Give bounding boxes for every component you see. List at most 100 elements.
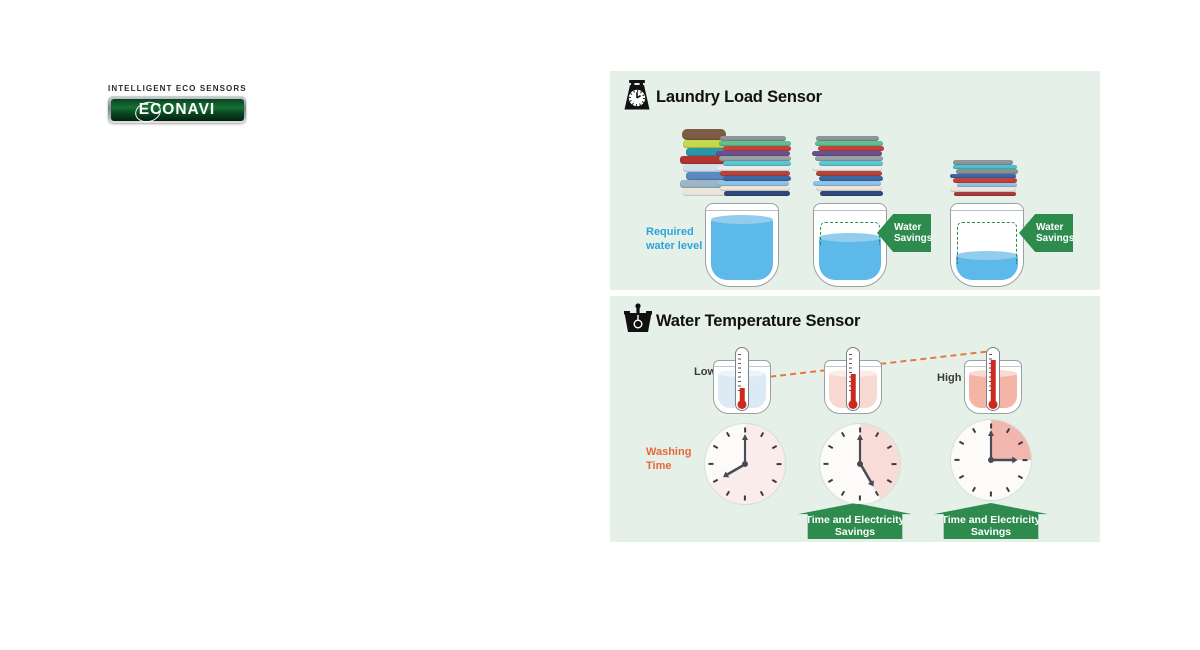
clock-tick	[958, 440, 965, 446]
econavi-badge-face: ECONAVI	[110, 98, 244, 125]
clock-tick	[954, 459, 960, 461]
clock-tick	[971, 427, 977, 434]
required-water-level-label: Required water level	[646, 226, 703, 252]
previous-level-outline	[957, 222, 1017, 264]
laundry-load-sensor-panel: Laundry Load Sensor Required water level…	[610, 71, 1100, 290]
folded-cloth	[719, 141, 791, 146]
folded-cloth	[953, 178, 1017, 183]
clock-tick	[776, 463, 782, 465]
clock-tick	[759, 490, 765, 497]
clock-tick	[744, 427, 746, 433]
minute-hand	[742, 434, 748, 464]
mercury-column	[850, 373, 856, 403]
clock-tick	[891, 463, 897, 465]
clock-tick	[971, 486, 977, 493]
mercury-bulb	[737, 399, 747, 409]
clock-center	[988, 457, 994, 463]
mercury-column	[990, 360, 996, 403]
clock-tick	[990, 423, 992, 429]
folded-cloth	[722, 146, 792, 151]
water-savings-arrow: Water Savings	[1019, 214, 1073, 252]
folded-cloth	[716, 181, 790, 186]
laundry-stack-large	[716, 136, 792, 196]
folded-cloth	[953, 160, 1013, 165]
folded-cloth	[720, 186, 790, 191]
folded-cloth	[719, 136, 787, 141]
folded-cloth	[950, 173, 1016, 178]
clock-tick	[1022, 459, 1028, 461]
clock-tick	[744, 495, 746, 501]
folded-cloth	[956, 169, 1018, 174]
clock-tick	[886, 444, 893, 450]
laundry-stack-large-back	[680, 129, 731, 196]
folded-cloth	[682, 164, 730, 172]
washing-time-label: Washing Time	[646, 446, 692, 472]
folded-cloth	[815, 141, 883, 146]
clock-tick	[840, 490, 846, 497]
clock-tick	[1005, 427, 1011, 434]
folded-cloth	[719, 156, 791, 161]
high-temperature-label: High	[937, 372, 962, 384]
folded-cloth	[812, 151, 882, 156]
clock-center	[857, 461, 863, 467]
clock-tick	[859, 427, 861, 433]
clock-tick	[725, 490, 731, 497]
folded-cloth	[950, 187, 1016, 192]
clock-tick	[827, 478, 834, 484]
water-surface	[956, 251, 1018, 261]
clock-tick	[874, 490, 880, 497]
folded-cloth	[680, 180, 728, 188]
clock-tick	[886, 478, 893, 484]
clock-center	[742, 461, 748, 467]
clock-tick	[771, 444, 778, 450]
washing-time-clock-long	[705, 424, 785, 504]
folded-cloth	[722, 161, 792, 166]
hour-hand	[991, 457, 1017, 464]
clock-tick	[990, 491, 992, 497]
folded-cloth	[716, 151, 790, 156]
folded-cloth	[816, 186, 882, 191]
folded-cloth	[685, 148, 731, 156]
folded-cloth	[682, 140, 730, 148]
clock-tick	[958, 474, 965, 480]
clock-tick	[759, 431, 765, 438]
brand-name: ECONAVI	[138, 100, 216, 118]
beaker-mid-temp	[824, 347, 882, 414]
mercury-bulb	[848, 399, 858, 409]
clock-tick	[1005, 486, 1011, 493]
folded-cloth	[723, 191, 791, 196]
laundry-panel-title: Laundry Load Sensor	[656, 88, 822, 106]
clock-tick	[712, 444, 719, 450]
folded-cloth	[818, 146, 884, 151]
folded-cloth	[719, 171, 791, 176]
clock-tick	[823, 463, 829, 465]
thermometer	[735, 347, 749, 411]
laundry-stack-medium	[812, 136, 884, 196]
thermometer	[846, 347, 860, 411]
clock-tick	[874, 431, 880, 438]
clock-tick	[859, 495, 861, 501]
clock-tick	[712, 478, 719, 484]
low-temperature-label: Low	[694, 366, 716, 378]
folded-cloth	[680, 156, 728, 164]
folded-cloth	[723, 176, 791, 181]
folded-cloth	[812, 181, 882, 186]
logo-tagline: INTELLIGENT ECO SENSORS	[108, 84, 247, 93]
clock-tick	[708, 463, 714, 465]
clock-tick	[1017, 474, 1024, 480]
clock-tick	[1017, 440, 1024, 446]
folded-cloth	[819, 176, 883, 181]
temperature-panel-title: Water Temperature Sensor	[656, 312, 861, 330]
laundry-scale-icon	[624, 80, 650, 110]
econavi-logo: INTELLIGENT ECO SENSORS ECONAVI	[108, 84, 250, 125]
washing-time-clock-medium	[820, 424, 900, 504]
folded-cloth	[685, 172, 731, 180]
beaker-high-temp	[964, 347, 1022, 414]
beaker-low-temp	[713, 347, 771, 414]
folded-cloth	[956, 182, 1018, 187]
laundry-stack-small	[950, 160, 1018, 196]
water-fill	[711, 215, 773, 280]
clock-tick	[771, 478, 778, 484]
water-temperature-sensor-panel: Water Temperature Sensor Low High Washin…	[610, 296, 1100, 542]
previous-level-outline	[820, 222, 880, 245]
